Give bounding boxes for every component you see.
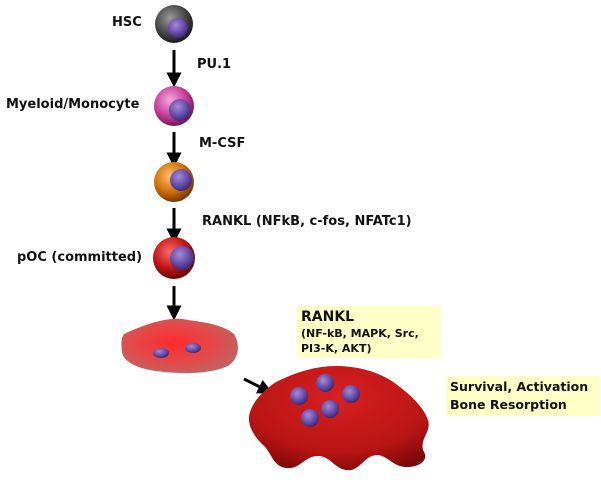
label-hsc: HSC	[112, 15, 142, 30]
outcome-box: Survival, Activation Bone Resorption	[446, 376, 600, 416]
label-rankl-factors: RANKL (NFkB, c-fos, NFATc1)	[202, 214, 412, 229]
outcome-line2: Bone Resorption	[450, 397, 567, 412]
fused-preosteoclast	[121, 318, 238, 374]
hsc-cell	[155, 5, 193, 43]
myeloid-cell	[154, 86, 194, 126]
label-pu1: PU.1	[197, 57, 232, 72]
rankl-signaling-box: RANKL (NF-kB, MAPK, Src, PI3-K, AKT)	[297, 306, 441, 358]
label-myeloid: Myeloid/Monocyte	[6, 97, 140, 112]
rankl-box-title: RANKL	[301, 309, 355, 325]
poc-cell	[153, 237, 195, 279]
label-poc: pOC (committed)	[17, 250, 143, 265]
rankl-box-line1: (NF-kB, MAPK, Src,	[301, 327, 419, 340]
label-mcsf: M-CSF	[199, 136, 246, 151]
outcome-line1: Survival, Activation	[450, 379, 589, 394]
arrow-activation	[243, 377, 273, 394]
mcsf-stage-cell	[154, 162, 194, 202]
rankl-box-line2: PI3-K, AKT)	[301, 342, 372, 355]
mature-osteoclast	[248, 366, 429, 471]
